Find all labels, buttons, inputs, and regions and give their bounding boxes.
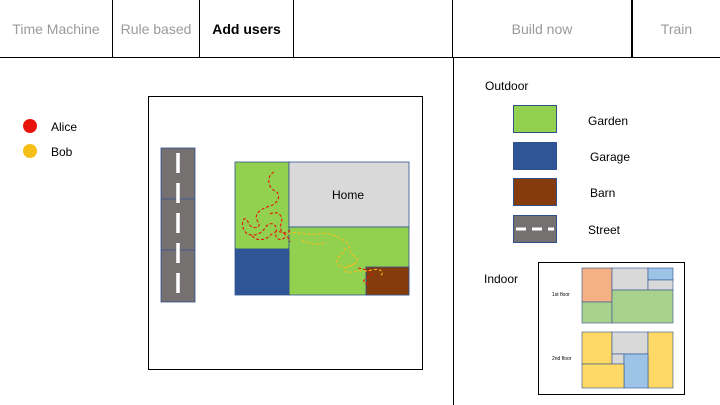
garden-left [234,161,290,250]
alice-trajectory [241,171,373,285]
indoor-floorplans [581,267,674,389]
user-label-alice: Alice [51,120,78,134]
tab-build-now[interactable]: Build now [453,0,632,57]
tab-bar: Time Machine Rule based Add users Build … [0,0,720,58]
garage-room [234,248,290,296]
tab-empty[interactable] [294,0,453,57]
tab-rule-based[interactable]: Rule based [113,0,200,57]
outdoor-title: Outdoor [485,79,529,93]
garage-swatch-icon [513,142,557,170]
tab-add-users[interactable]: Add users [200,0,294,57]
legend-garage-label: Garage [590,150,631,164]
legend-street-label: Street [588,223,621,237]
panel-divider [453,58,454,405]
garden-swatch-icon [513,105,557,133]
bob-trajectory [287,232,383,277]
first-floor-plan [581,267,674,324]
second-floor-plan [581,331,674,389]
street-segment [160,147,196,303]
second-floor-label: 2nd floor [552,356,572,362]
tab-train[interactable]: Train [632,0,720,57]
tab-time-machine[interactable]: Time Machine [0,0,113,57]
first-floor-label: 1st floor [552,292,570,298]
street-swatch-icon [513,215,557,243]
home-label: Home [332,188,365,202]
alice-dot-icon [23,119,37,133]
barn-swatch-icon [513,178,557,206]
home-room [288,161,410,228]
legend-barn-label: Barn [590,186,616,200]
legend-garden-label: Garden [588,114,629,128]
map-canvas[interactable] [148,96,423,370]
barn-room [365,266,410,296]
user-label-bob: Bob [51,145,73,159]
house-map [160,147,410,303]
bob-dot-icon [23,144,37,158]
indoor-floorplan-box [538,262,685,395]
indoor-title: Indoor [484,272,519,286]
